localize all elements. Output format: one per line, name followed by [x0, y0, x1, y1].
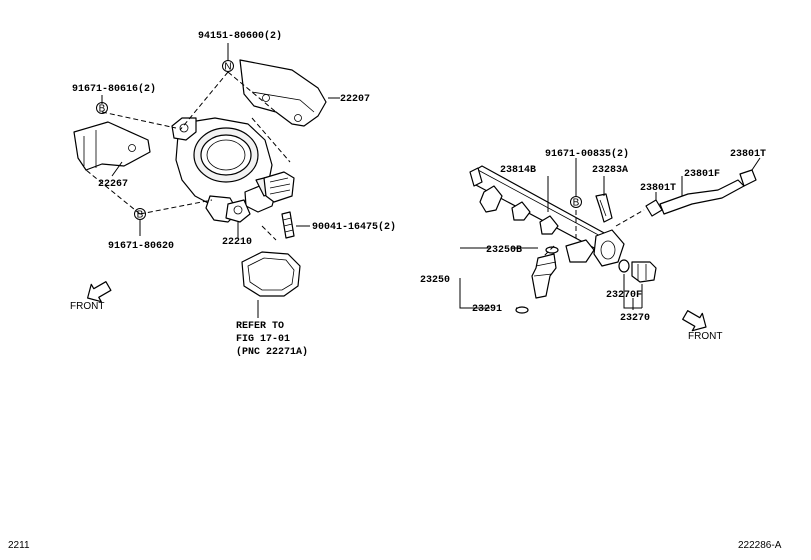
- fuel-rail: [469, 165, 625, 267]
- bracket-22267: [73, 121, 151, 171]
- marker-b-right: B: [570, 196, 582, 209]
- label-94151[interactable]: 94151-80600(2): [198, 30, 282, 42]
- front-label-left: FRONT: [70, 301, 104, 312]
- label-22210[interactable]: 22210: [222, 237, 252, 248]
- svg-text:B: B: [99, 104, 106, 115]
- label-23801t-a[interactable]: 23801T: [640, 183, 676, 194]
- front-label-right: FRONT: [688, 331, 722, 342]
- throttle-body: [171, 117, 295, 223]
- refer-line-1: REFER TO: [236, 321, 284, 332]
- label-90041[interactable]: 90041-16475(2): [312, 221, 396, 233]
- svg-text:B: B: [137, 210, 144, 221]
- front-arrow-right-icon: [682, 310, 707, 332]
- marker-b-lower: B: [134, 208, 146, 221]
- footer-left: 2211: [8, 540, 30, 551]
- injector: [515, 246, 559, 314]
- front-arrow-left-icon: [87, 281, 112, 303]
- fuel-hose: [645, 169, 757, 217]
- bolt-90041: [281, 211, 295, 239]
- marker-b-upper: B: [96, 102, 108, 115]
- label-23814b[interactable]: 23814B: [500, 165, 536, 176]
- label-23801t-b[interactable]: 23801T: [730, 149, 766, 160]
- svg-text:N: N: [224, 62, 231, 73]
- label-23270[interactable]: 23270: [620, 313, 650, 324]
- gasket: [241, 251, 301, 297]
- label-23801f[interactable]: 23801F: [684, 169, 720, 180]
- label-91671-00835[interactable]: 91671-00835(2): [545, 148, 629, 160]
- label-91671-80620[interactable]: 91671-80620: [108, 241, 174, 252]
- refer-line-3: (PNC 22271A): [236, 346, 308, 358]
- label-22267[interactable]: 22267: [98, 179, 128, 190]
- label-23250[interactable]: 23250: [420, 275, 450, 286]
- label-91671-80616[interactable]: 91671-80616(2): [72, 83, 156, 95]
- svg-text:B: B: [573, 198, 580, 209]
- clip-23283a: [595, 193, 613, 223]
- label-23270f[interactable]: 23270F: [606, 290, 642, 301]
- footer-right: 222286-A: [738, 540, 782, 551]
- refer-line-2: FIG 17-01: [236, 334, 290, 345]
- pressure-regulator: [618, 259, 657, 283]
- label-23250b[interactable]: 23250B: [486, 245, 522, 256]
- label-23283a[interactable]: 23283A: [592, 165, 628, 176]
- bracket-22207: [239, 59, 327, 127]
- marker-n: N: [222, 60, 234, 73]
- label-22207[interactable]: 22207: [340, 94, 370, 105]
- label-23291[interactable]: 23291: [472, 304, 502, 315]
